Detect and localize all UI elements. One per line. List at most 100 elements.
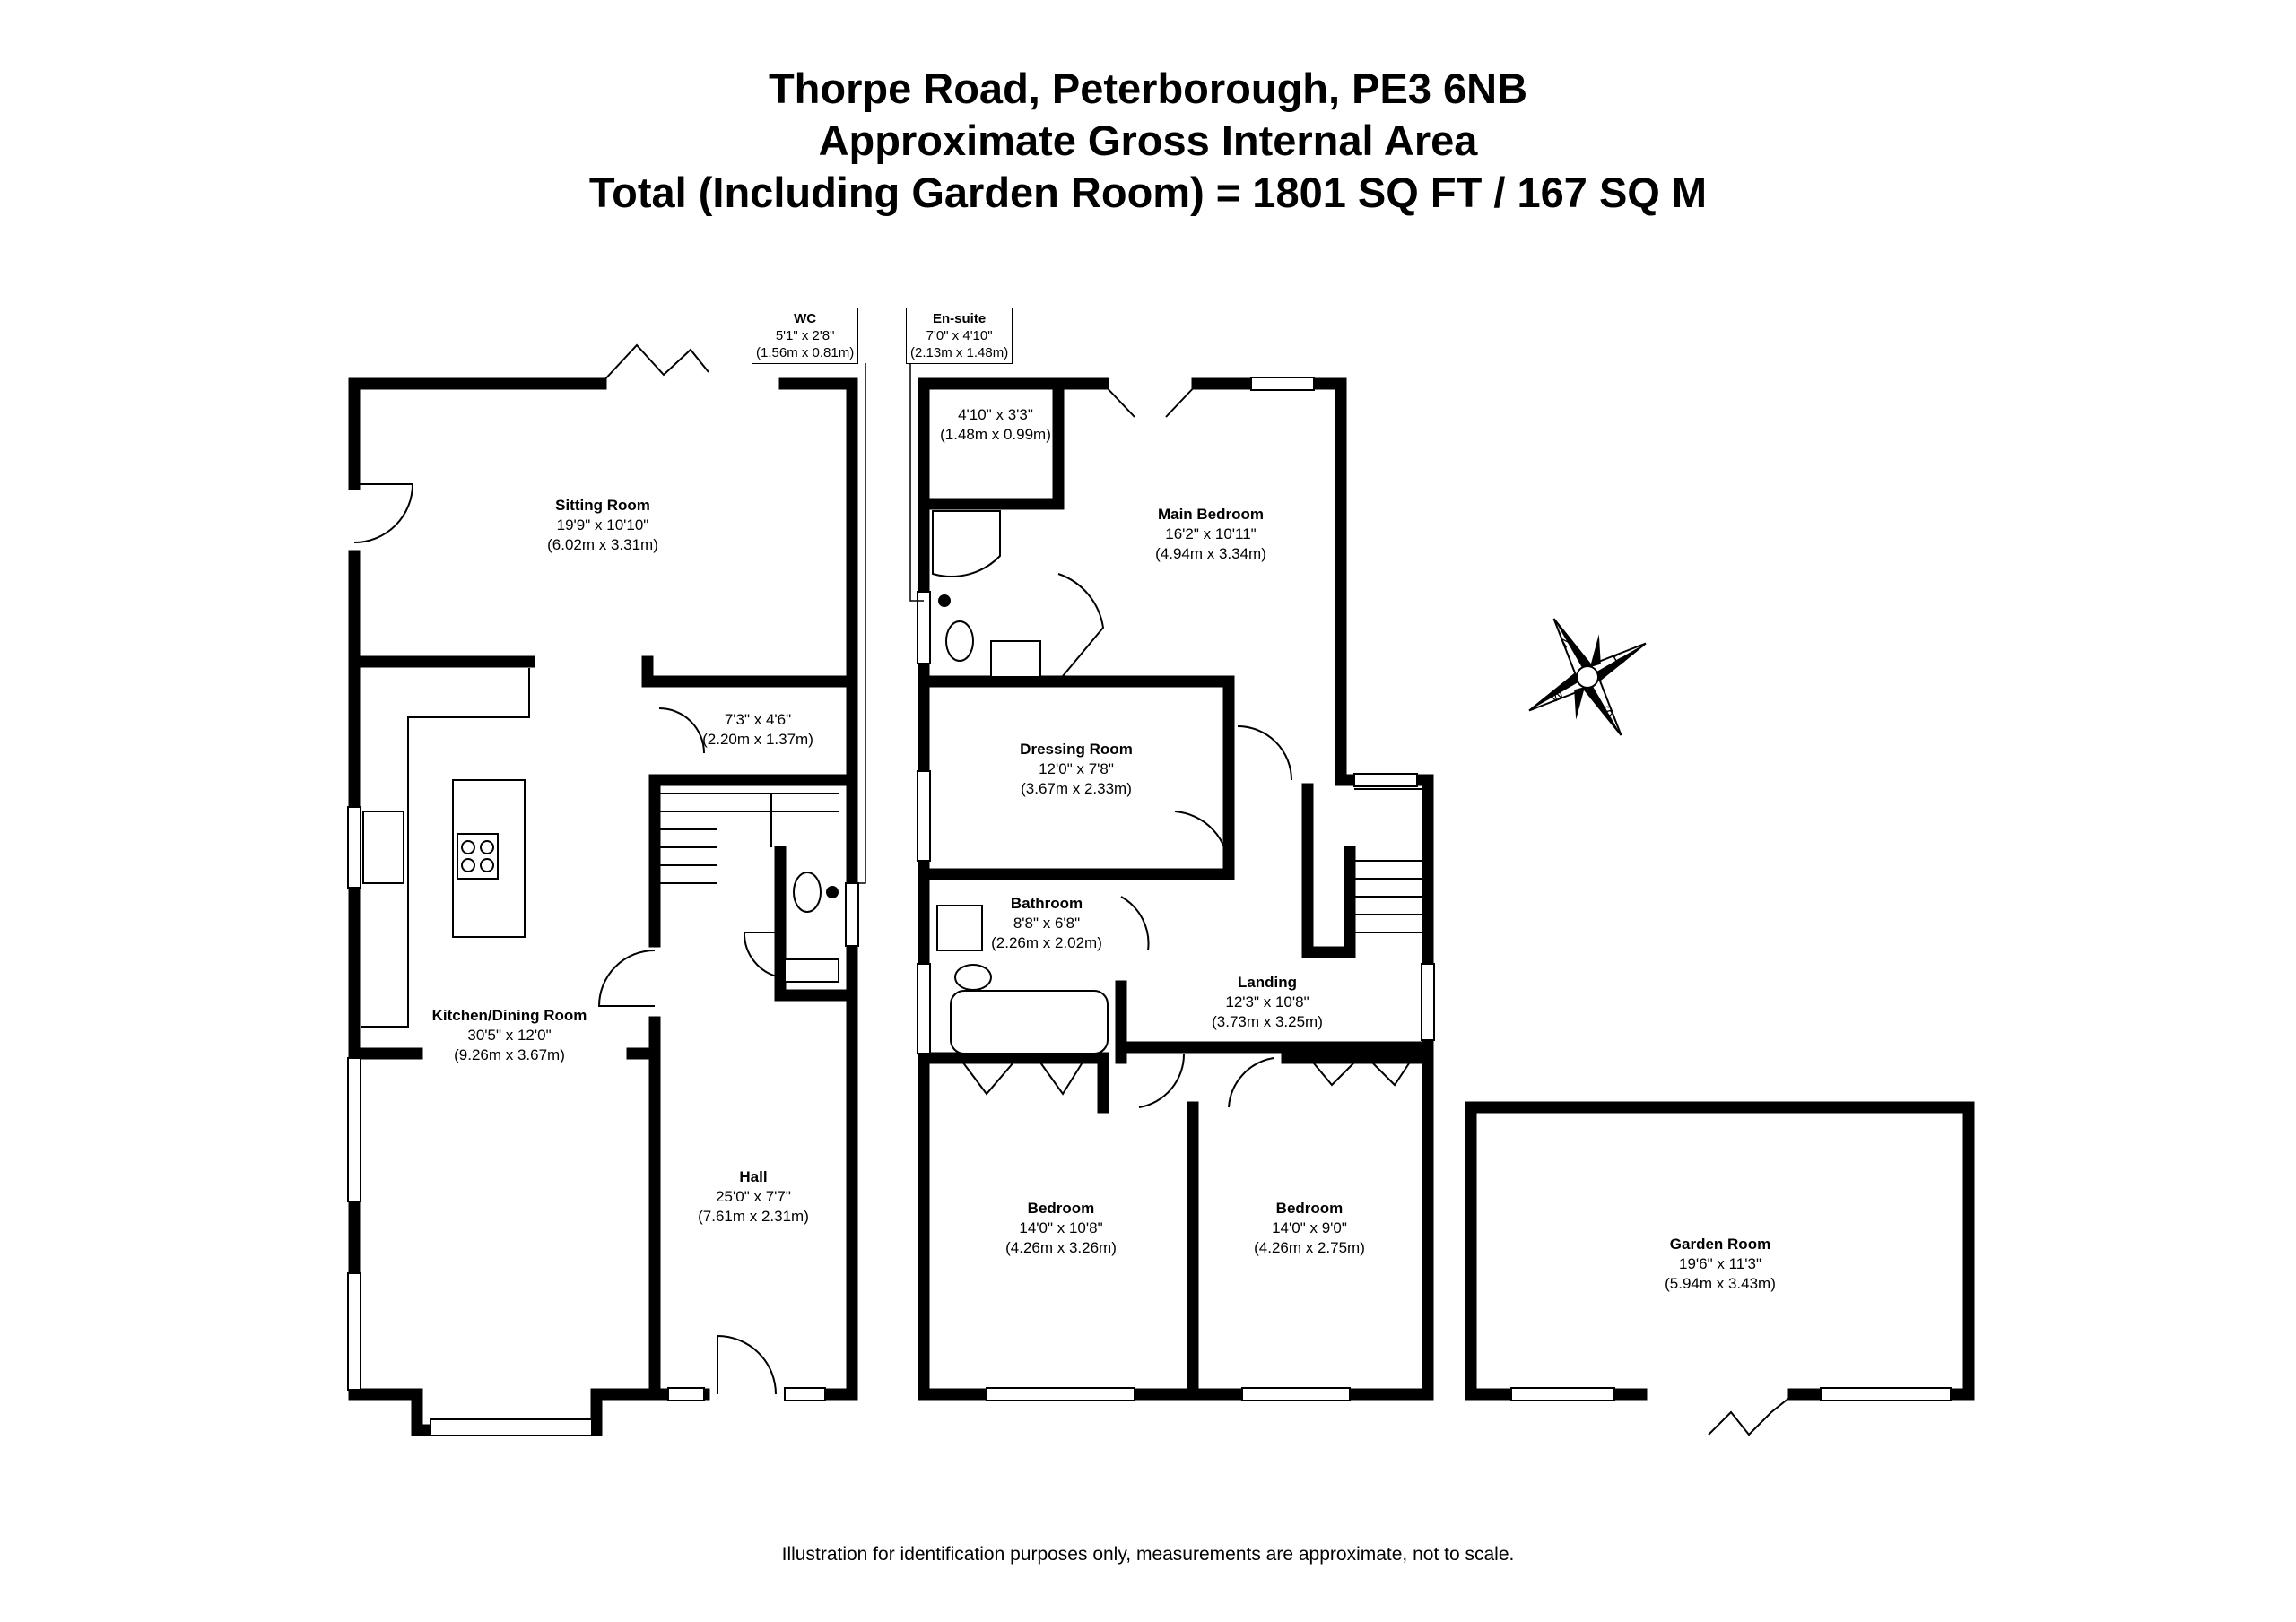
garden-window-right: [1820, 1387, 1952, 1401]
kitchen-window: [347, 1057, 361, 1202]
dressing-room-metric: (3.67m x 2.33m): [1021, 780, 1132, 797]
bathroom-name: Bathroom: [1010, 895, 1083, 912]
store-imperial: 7'3" x 4'6": [724, 711, 792, 728]
hall-name: Hall: [739, 1168, 768, 1185]
front-door: [717, 1334, 777, 1395]
title-block: Thorpe Road, Peterborough, PE3 6NB Appro…: [0, 63, 2296, 219]
kitchen-side-window: [347, 806, 361, 889]
disclaimer: Illustration for identification purposes…: [781, 1544, 1515, 1565]
dressing-window: [917, 770, 931, 862]
landing-label: Landing 12'3" x 10'8" (3.73m x 3.25m): [1212, 973, 1323, 1032]
wardrobe-doors-bed2: [959, 1057, 1086, 1096]
bedroom-3-imperial: 14'0" x 9'0": [1272, 1219, 1347, 1236]
wc-callout-imperial: 5'1" x 2'8": [775, 328, 835, 343]
hob-icon: [457, 833, 499, 880]
main-bedroom-french-doors: [1102, 383, 1198, 418]
wc-window: [845, 882, 859, 947]
stair-box-wall: [1301, 783, 1356, 958]
bathroom-imperial: 8'8" x 6'8": [1013, 915, 1081, 932]
compass-south-fill: [1584, 677, 1622, 735]
sitting-room-label: Sitting Room 19'9" x 10'10" (6.02m x 3.3…: [547, 496, 658, 555]
compass-centre: [1576, 665, 1599, 689]
compass-diag-ne: [1589, 634, 1601, 668]
soil-stack-icon: [826, 886, 839, 898]
garden-room-metric: (5.94m x 3.43m): [1665, 1275, 1776, 1292]
bedroom-2-name: Bedroom: [1027, 1200, 1095, 1217]
garden-bifold-door: [1708, 1393, 1795, 1436]
ensuite-window: [917, 591, 931, 664]
main-bedroom-label: Main Bedroom 16'2" x 10'11" (4.94m x 3.3…: [1155, 505, 1266, 564]
kitchen-sink-icon: [362, 811, 404, 884]
landing-metric: (3.73m x 3.25m): [1212, 1013, 1323, 1030]
garden-window-left: [1510, 1387, 1615, 1401]
hall-label: Hall 25'0" x 7'7" (7.61m x 2.31m): [698, 1167, 809, 1227]
landing-window: [1421, 963, 1435, 1041]
bathroom-metric: (2.26m x 2.02m): [991, 934, 1102, 951]
callout-leaders: [852, 363, 924, 884]
compass: N E S W: [1528, 618, 1647, 736]
kitchen-bay-window: [430, 1418, 593, 1436]
wc-callout-metric: (1.56m x 0.81m): [756, 345, 855, 360]
garden-room-name: Garden Room: [1669, 1236, 1771, 1253]
dressing-room-imperial: 12'0" x 7'8": [1039, 760, 1114, 777]
dressing-room-name: Dressing Room: [1020, 741, 1133, 758]
sitting-bifold-door: [600, 343, 709, 385]
garden-room-label: Garden Room 19'6" x 11'3" (5.94m x 3.43m…: [1665, 1235, 1776, 1294]
wc-basin-icon: [784, 958, 839, 983]
total-area: Total (Including Garden Room) = 1801 SQ …: [588, 169, 1708, 216]
windows: [347, 377, 1952, 1436]
ensuite-drain-icon: [938, 594, 951, 607]
staircase-icon: [659, 793, 839, 884]
bedroom-2-label: Bedroom 14'0" x 10'8" (4.26m x 3.26m): [1005, 1199, 1117, 1258]
hall-window-left: [667, 1387, 705, 1401]
bedroom-3-door: [1228, 1057, 1274, 1108]
sitting-room-metric: (6.02m x 3.31m): [547, 536, 658, 553]
main-bedroom-window: [1250, 377, 1315, 391]
bathroom-window: [917, 963, 931, 1054]
wc-callout-name: WC: [794, 311, 817, 326]
stair-window: [1353, 773, 1418, 787]
first-floor-north-wall-east: [1191, 377, 1347, 786]
shower-tray-icon: [932, 510, 1001, 577]
sitting-room-name: Sitting Room: [555, 497, 650, 514]
kitchen-hall-door: [597, 950, 656, 1007]
ensuite-wall: [918, 377, 1065, 510]
sitting-room-door: [353, 483, 414, 543]
hob-ring-2-icon: [480, 840, 494, 854]
ensuite-store-imperial: 4'10" x 3'3": [958, 406, 1033, 423]
compass-east-fill: [1587, 643, 1646, 681]
bedroom-3-metric: (4.26m x 2.75m): [1254, 1239, 1365, 1256]
dressing-room-label: Dressing Room 12'0" x 7'8" (3.67m x 2.33…: [1020, 740, 1133, 799]
bedroom-3-window: [1241, 1387, 1351, 1401]
hob-ring-1-icon: [461, 840, 475, 854]
address-title: Thorpe Road, Peterborough, PE3 6NB: [768, 65, 1528, 112]
store-label: 7'3" x 4'6" (2.20m x 1.37m): [702, 710, 813, 750]
garden-room-imperial: 19'6" x 11'3": [1679, 1255, 1761, 1272]
kitchen-dining-label: Kitchen/Dining Room 30'5" x 12'0" (9.26m…: [432, 1006, 587, 1065]
bathroom-label: Bathroom 8'8" x 6'8" (2.26m x 2.02m): [991, 894, 1102, 953]
wc-callout: WC 5'1" x 2'8" (1.56m x 0.81m): [752, 308, 859, 364]
ensuite-toilet-icon: [945, 620, 974, 662]
ground-floor-outer-wall: [348, 377, 607, 490]
kitchen-window-lower: [347, 1272, 361, 1391]
wc-leader: [852, 363, 866, 884]
ensuite-basin-icon: [990, 640, 1041, 678]
landing-stairs-icon: [1354, 788, 1422, 933]
store-door: [658, 707, 705, 754]
dressing-room-wall: [918, 675, 1235, 880]
hall-metric: (7.61m x 2.31m): [698, 1208, 809, 1225]
bathroom-toilet-icon: [954, 964, 992, 991]
ensuite-callout-imperial: 7'0" x 4'10": [926, 328, 993, 343]
kitchen-dining-name: Kitchen/Dining Room: [431, 1007, 587, 1024]
landing-imperial: 12'3" x 10'8": [1225, 993, 1309, 1010]
ensuite-door: [1057, 573, 1105, 682]
bedroom-2-imperial: 14'0" x 10'8": [1019, 1219, 1103, 1236]
bedroom-2-north-wall: [918, 1052, 1109, 1114]
kitchen-dining-imperial: 30'5" x 12'0": [467, 1027, 552, 1044]
wc-toilet-icon: [793, 872, 822, 913]
main-bedroom-name: Main Bedroom: [1157, 506, 1265, 523]
bedroom-2-door: [1138, 1053, 1186, 1108]
kitchen-worktop: [361, 668, 530, 1028]
ensuite-callout-name: En-suite: [933, 311, 987, 326]
